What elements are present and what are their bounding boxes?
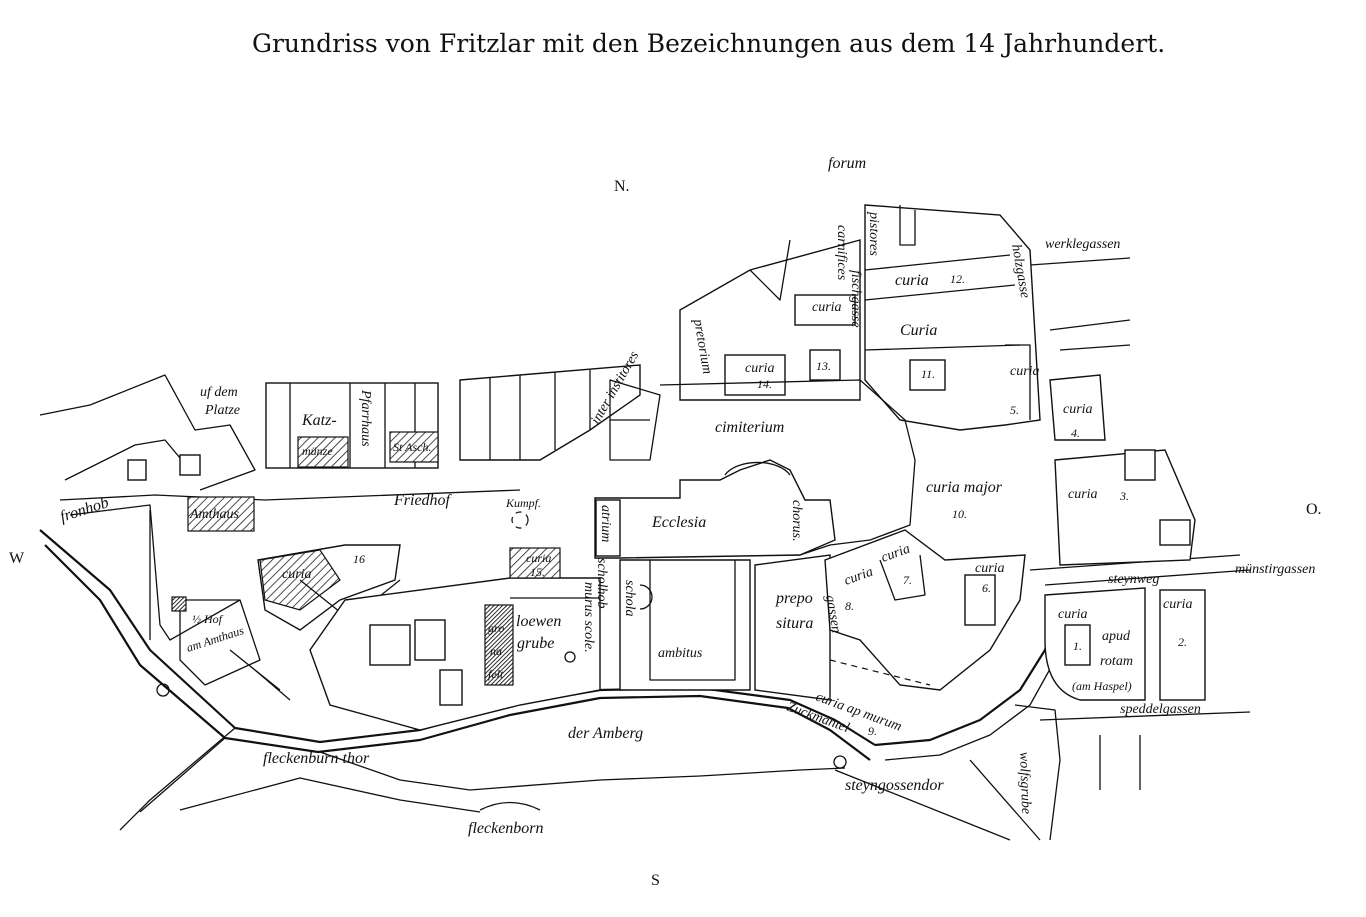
compass-east: O. (1306, 501, 1322, 518)
label-kumpf: Kumpf. (505, 496, 541, 510)
label-wolfsgrube: wolfsgrube (1016, 752, 1033, 815)
curia-15-building (509, 547, 561, 579)
kumpf-well (511, 511, 529, 529)
label-ecclesia: Ecclesia (651, 514, 706, 531)
label-grube: grube (517, 635, 554, 652)
label-am-amthaus: am Amthaus (185, 623, 246, 655)
label-amthaus: Amthaus (189, 507, 240, 522)
label-num-4: 4. (1071, 426, 1080, 440)
label-loewen: loewen (516, 613, 561, 630)
label-fischgasse: fischgasse (848, 270, 863, 328)
label-num-9: 9. (868, 724, 877, 738)
label-pistores: pistores (866, 211, 881, 256)
label-num-15: 15. (530, 565, 545, 579)
label-curia-major: curia major (926, 479, 1003, 496)
south-center-blocks (257, 544, 601, 731)
label-curia-4: curia (1063, 402, 1093, 417)
label-curia-a: curia (812, 300, 842, 315)
label-prepo: prepo (775, 590, 813, 607)
church-area (511, 379, 916, 701)
label-num-13: 13. (816, 359, 831, 373)
compass-south: S (651, 872, 660, 889)
label-fleckenburn-thor: fleckenburn thor (263, 750, 370, 767)
label-curia-14: curia (745, 361, 775, 376)
west-quarter (39, 374, 521, 701)
label-num-7: 7. (903, 573, 912, 587)
label-forum: forum (828, 155, 866, 172)
label-gassen: gassen (822, 594, 843, 634)
label-gro: gro (488, 621, 504, 635)
label-platze: Platze (204, 403, 240, 418)
label-num-16: 16 (353, 552, 365, 566)
label-katz: Katz- (301, 412, 337, 429)
label-half-hof: ½ Hof (192, 612, 224, 626)
label-curia-12: curia (895, 272, 929, 289)
label-num-6: 6. (982, 581, 991, 595)
label-num-10: 10. (952, 507, 967, 521)
label-der-amberg: der Amberg (568, 725, 643, 742)
north-quarter (679, 204, 1196, 566)
label-curia-1: curia (1058, 607, 1088, 622)
platz-block (265, 382, 439, 469)
label-am-haspel: (am Haspel) (1072, 679, 1132, 693)
label-num-3: 3. (1119, 489, 1129, 503)
label-carnifices: carnifices (834, 225, 849, 281)
label-cimiterium: cimiterium (715, 419, 784, 436)
fleckenborn-well (479, 801, 541, 811)
label-munze: münze (302, 444, 333, 458)
label-speddelgassen: speddelgassen (1120, 702, 1201, 717)
label-uf-dem: uf dem (200, 385, 238, 400)
label-pfarrhaus: Pfarrhaus (358, 389, 373, 447)
institores-block (459, 364, 661, 461)
label-curia-b: Curia (900, 322, 937, 339)
southeast-quarter (824, 529, 1206, 769)
label-curia-16: curia (282, 567, 312, 582)
label-atrium: atrium (598, 505, 613, 542)
label-num-14: 14. (757, 377, 772, 391)
gronafelt-building (484, 604, 514, 686)
label-rotam: rotam (1100, 654, 1133, 669)
label-num-1: 1. (1073, 639, 1082, 653)
label-num-11: 11. (921, 367, 935, 381)
label-num-2: 2. (1178, 635, 1187, 649)
label-situra: situra (776, 615, 813, 632)
small-dark-building (171, 596, 187, 612)
label-scholhob: scholhob (594, 558, 609, 609)
label-steyngossendor: steyngossendor (845, 777, 944, 794)
st-asches-building (389, 431, 439, 463)
label-st-ashes: St Asch. (393, 440, 431, 454)
label-chorus: chorus. (789, 500, 804, 542)
label-ambitus: ambitus (658, 646, 703, 661)
label-curia-6: curia (975, 561, 1005, 576)
katzmunze-building (297, 436, 349, 468)
label-schola: schola (622, 580, 637, 617)
label-curia-3: curia (1068, 487, 1098, 502)
label-fleckenborn: fleckenborn (468, 820, 544, 837)
label-na: na (490, 644, 502, 658)
compass-north: N. (614, 178, 630, 195)
amthaus-building (187, 496, 255, 532)
label-num-12: 12. (950, 272, 965, 286)
label-num-8: 8. (845, 599, 854, 613)
label-curia-15: curia (526, 551, 551, 565)
label-felt: felt (488, 667, 504, 681)
label-curia-2: curia (1163, 597, 1193, 612)
label-munstirgassen: münstirgassen (1235, 562, 1315, 577)
compass-west: W (9, 550, 25, 567)
label-friedhof: Friedhof (393, 492, 453, 509)
label-num-5: 5. (1010, 403, 1019, 417)
label-steynweg: steynweg (1108, 572, 1159, 587)
map-title: Grundriss von Fritzlar mit den Bezeichnu… (252, 29, 1165, 58)
label-curia-right: curia (1010, 364, 1040, 379)
label-apud: apud (1102, 629, 1131, 644)
label-murus-scole: murus scole. (581, 582, 596, 653)
label-werklegassen: werklegassen (1045, 237, 1120, 252)
